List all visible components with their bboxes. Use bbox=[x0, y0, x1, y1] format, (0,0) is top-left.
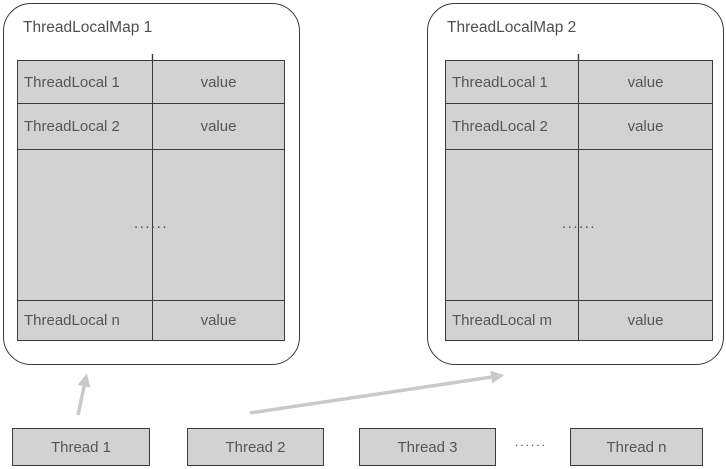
table-cell-key: ThreadLocal m bbox=[446, 301, 579, 340]
table-cell-value: value bbox=[200, 73, 237, 91]
threadlocalmap-1-box: ThreadLocalMap 1 ThreadLocal 1 value Thr… bbox=[3, 3, 300, 365]
threadlocal-table: ThreadLocal 1 value ThreadLocal 2 value … bbox=[17, 60, 285, 341]
table-cell-key: ThreadLocal 2 bbox=[18, 104, 153, 149]
table-cell-value: value bbox=[627, 312, 664, 329]
thread-label: Thread 2 bbox=[225, 438, 286, 456]
thread-3-box: Thread 3 bbox=[359, 428, 496, 466]
table-cell-value: value bbox=[200, 118, 237, 135]
thread-n-box: Thread n bbox=[570, 428, 703, 466]
table-row: ThreadLocal n value bbox=[18, 301, 284, 340]
table-row: ThreadLocal 2 value bbox=[18, 104, 284, 150]
table-cell-key: ThreadLocal 1 bbox=[446, 61, 579, 103]
threadlocal-table: ThreadLocal 1 value ThreadLocal 2 value … bbox=[445, 60, 713, 341]
table-cell-key: ThreadLocal n bbox=[18, 301, 153, 340]
threadlocalmap-2-box: ThreadLocalMap 2 ThreadLocal 1 value Thr… bbox=[427, 3, 724, 365]
map-title: ThreadLocalMap 1 bbox=[23, 19, 153, 36]
thread-label: Thread 1 bbox=[50, 438, 112, 456]
table-cell-value: value bbox=[627, 118, 664, 135]
ellipsis-label: ...... bbox=[133, 215, 168, 233]
thread-2-box: Thread 2 bbox=[187, 428, 324, 466]
arrow-thread1-to-map1 bbox=[76, 373, 91, 416]
ellipsis-label: ...... bbox=[561, 215, 596, 233]
table-row-ellipsis: ...... bbox=[18, 150, 284, 301]
map-title: ThreadLocalMap 2 bbox=[447, 19, 577, 36]
thread-label: Thread 3 bbox=[397, 438, 458, 456]
table-cell-value: value bbox=[200, 312, 237, 329]
table-cell-key: ThreadLocal 2 bbox=[446, 104, 579, 149]
table-cell-key: ThreadLocal 1 bbox=[18, 61, 153, 103]
table-row: ThreadLocal 1 value bbox=[18, 61, 284, 104]
arrow-thread2-to-map2 bbox=[249, 370, 505, 415]
table-row: ThreadLocal 1 value bbox=[446, 61, 712, 104]
table-cell-key bbox=[446, 150, 579, 300]
table-cell-value: value bbox=[627, 73, 664, 91]
thread-1-box: Thread 1 bbox=[12, 428, 150, 466]
table-row: ThreadLocal m value bbox=[446, 301, 712, 340]
table-row: ThreadLocal 2 value bbox=[446, 104, 712, 150]
table-row-ellipsis: ...... bbox=[446, 150, 712, 301]
table-cell-key bbox=[18, 150, 153, 300]
thread-label: Thread n bbox=[606, 438, 667, 456]
threads-ellipsis: ...... bbox=[514, 435, 547, 449]
